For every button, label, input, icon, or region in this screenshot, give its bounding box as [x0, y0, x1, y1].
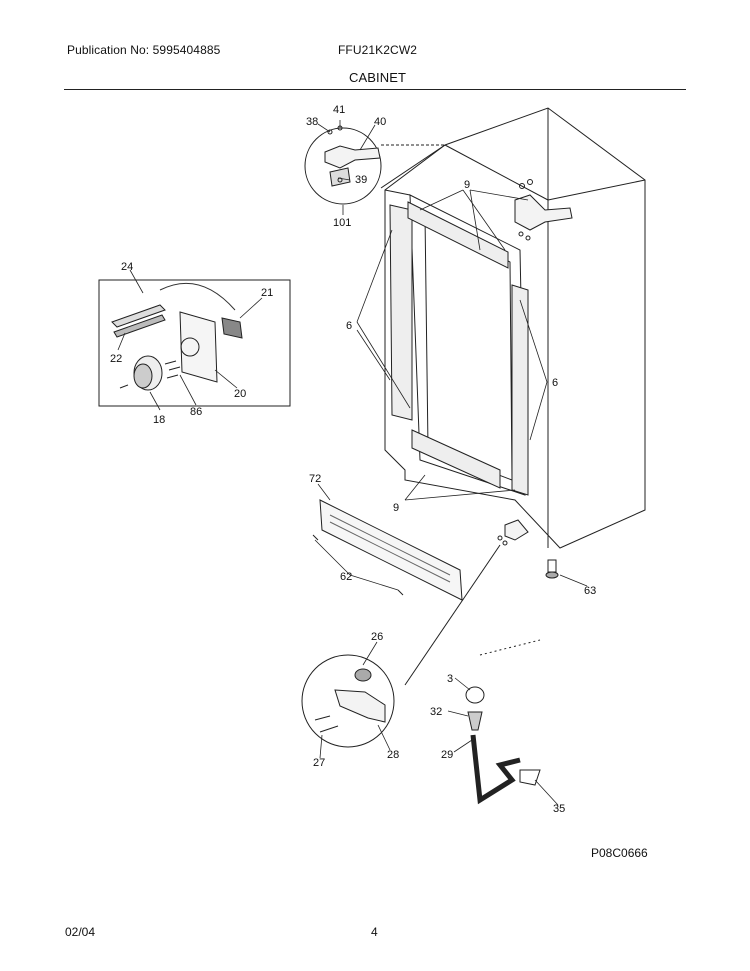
callout-32: 32: [430, 706, 442, 718]
header-rule: [64, 89, 686, 90]
door-gaskets: [389, 201, 529, 496]
callout-40: 40: [374, 116, 386, 128]
bottom-hinge: [497, 519, 529, 546]
callout-24: 24: [121, 261, 133, 273]
callout-9-top: 9: [464, 179, 470, 191]
section-title: CABINET: [349, 70, 407, 85]
callout-72: 72: [309, 473, 321, 485]
publication-number: Publication No: 5995404885: [67, 43, 221, 57]
callout-63: 63: [584, 585, 596, 597]
page-number: 4: [371, 925, 378, 939]
callout-41: 41: [333, 104, 345, 116]
toe-grille: [312, 499, 463, 601]
callout-35: 35: [553, 803, 565, 815]
drawing-code: P08C0666: [591, 846, 648, 860]
callout-20: 20: [234, 388, 246, 400]
callout-21: 21: [261, 287, 273, 299]
callout-101: 101: [333, 217, 351, 229]
model-number: FFU21K2CW2: [338, 43, 418, 57]
callout-9-bottom: 9: [393, 502, 399, 514]
drain-parts: [465, 639, 541, 805]
callout-29: 29: [441, 749, 453, 761]
callout-38: 38: [306, 116, 318, 128]
callout-26: 26: [371, 631, 383, 643]
callout-62: 62: [340, 571, 352, 583]
callout-18: 18: [153, 414, 165, 426]
leader-lines: [117, 120, 588, 806]
callout-3: 3: [447, 673, 453, 685]
top-hinge: [514, 179, 573, 241]
callout-86: 86: [190, 406, 202, 418]
bottom-hinge-detail-circle: [301, 544, 501, 748]
callout-39: 39: [355, 174, 367, 186]
callout-27: 27: [313, 757, 325, 769]
leveling-leg: [545, 559, 559, 579]
callout-28: 28: [387, 749, 399, 761]
callout-6-left: 6: [346, 320, 352, 332]
callout-22: 22: [110, 353, 122, 365]
callout-6-right: 6: [552, 377, 558, 389]
footer-date: 02/04: [65, 925, 96, 939]
